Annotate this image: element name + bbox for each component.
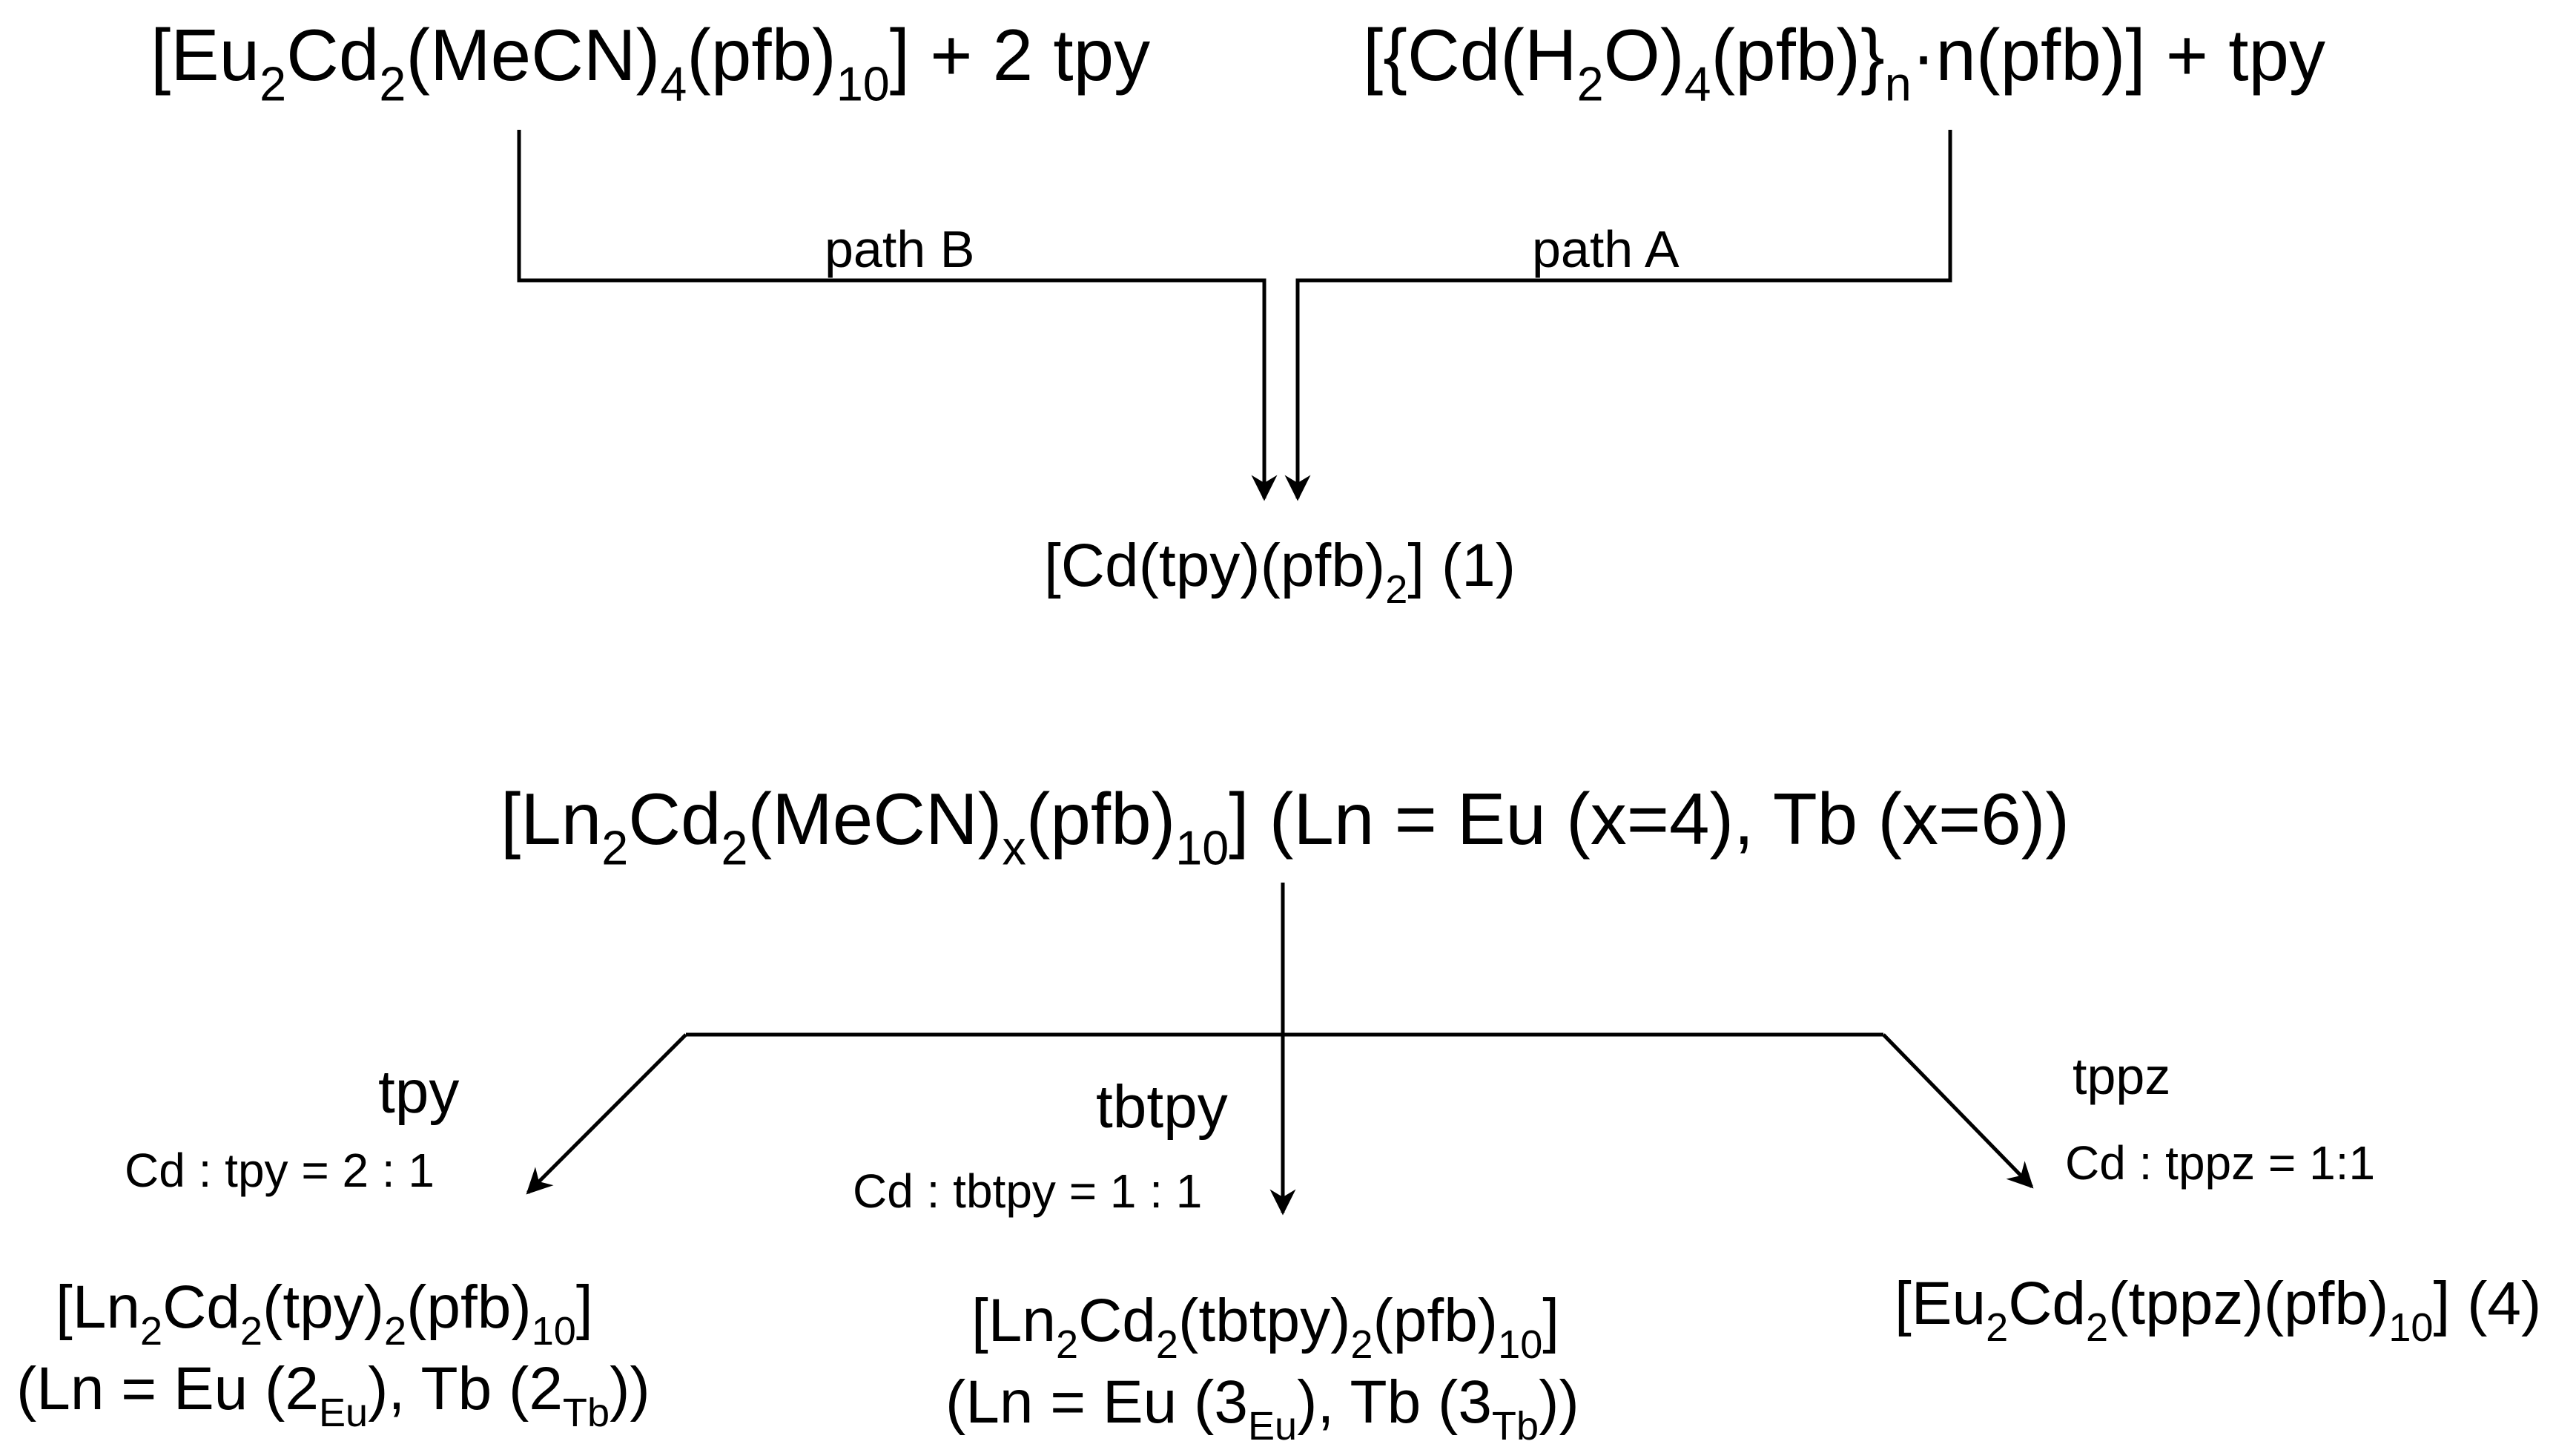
product-2-line2: (Ln = Eu (2Eu), Tb (2Tb)): [16, 1355, 650, 1435]
ligand-tbtpy: tbtpy: [1096, 1073, 1228, 1141]
formula-subscript: 2: [260, 56, 286, 111]
formula-segment: Cd: [162, 1273, 240, 1341]
formula-subscript: 2: [1156, 1322, 1178, 1367]
formula-segment: [Ln: [56, 1273, 140, 1341]
formula-subscript: Eu: [1248, 1404, 1297, 1447]
formula-subscript: 2: [379, 56, 406, 111]
formula-segment: [Eu: [151, 14, 260, 96]
product-4: [Eu2Cd2(tppz)(pfb)10] (4): [1895, 1270, 2541, 1350]
formula-segment: Cd: [1078, 1287, 1156, 1354]
formula-segment: (MeCN): [406, 14, 660, 96]
formula-segment: (pfb): [1373, 1287, 1499, 1354]
formula-segment: (pfb)}: [1711, 14, 1884, 96]
formula-segment: ] + 2 tpy: [890, 14, 1150, 96]
formula-subscript: 2: [140, 1309, 162, 1354]
formula-segment: Cd: [286, 14, 379, 96]
formula-segment: ]: [1542, 1287, 1559, 1354]
formula-segment: (tbtpy): [1178, 1287, 1350, 1354]
path-b-label: path B: [825, 220, 974, 278]
formula-subscript: Tb: [1492, 1404, 1539, 1447]
formula-subscript: x: [1002, 820, 1026, 874]
formula-segment: ] (Ln = Eu (x=4), Tb (x=6)): [1229, 778, 2070, 860]
formula-segment: (Ln = Eu (2: [16, 1355, 319, 1423]
formula-segment: (pfb): [687, 14, 836, 96]
formula-segment: (tpy): [262, 1273, 384, 1341]
formula-segment: (MeCN): [747, 778, 1002, 860]
formula-segment: (Ln = Eu (3: [945, 1368, 1248, 1436]
formula-segment: (tppz)(pfb): [2108, 1270, 2388, 1337]
formula-subscript: 10: [836, 56, 890, 111]
formula-subscript: Tb: [563, 1391, 610, 1435]
formula-segment: )): [610, 1355, 650, 1423]
formula-subscript: 2: [1056, 1322, 1078, 1367]
reactant-cd-polymer: [{Cd(H2O)4(pfb)}n·n(pfb)] + tpy: [1363, 14, 2325, 111]
formula-segment: O): [1604, 14, 1685, 96]
ratio-tbtpy: Cd : tbtpy = 1 : 1: [853, 1164, 1202, 1218]
formula-subscript: 10: [532, 1309, 576, 1354]
formula-segment: [Ln: [501, 778, 601, 860]
product-3-line1: [Ln2Cd2(tbtpy)2(pfb)10]: [971, 1287, 1559, 1367]
formula-segment: ]: [576, 1273, 593, 1341]
ligand-tppz: tppz: [2073, 1047, 2170, 1105]
formula-subscript: 2: [601, 820, 628, 874]
formula-segment: )): [1539, 1368, 1579, 1436]
formula-segment: [Ln: [971, 1287, 1056, 1354]
path-a-line: [1284, 130, 1952, 501]
reactant-eu2cd2-mecn: [Eu2Cd2(MeCN)4(pfb)10] + 2 tpy: [151, 14, 1150, 111]
branch-arrow-tpy: [526, 1033, 687, 1195]
formula-segment: Cd: [628, 778, 721, 860]
formula-segment: [{Cd(H: [1363, 14, 1577, 96]
branch-arrow-tppz: [1882, 1033, 2034, 1189]
formula-subscript: n: [1885, 56, 1912, 111]
formula-subscript: Eu: [319, 1391, 368, 1435]
ratio-tppz: Cd : tppz = 1:1: [2065, 1136, 2375, 1190]
formula-segment: Cd: [2008, 1270, 2086, 1337]
formula-subscript: 10: [1498, 1322, 1542, 1367]
formula-segment: (pfb): [406, 1273, 532, 1341]
formula-subscript: 2: [1385, 567, 1407, 612]
formula-subscript: 2: [1577, 56, 1604, 111]
path-a-label: path A: [1532, 220, 1680, 278]
formula-subscript: 2: [2086, 1305, 2108, 1350]
formula-subscript: 2: [1350, 1322, 1373, 1367]
formula-segment: ·n(pfb)] + tpy: [1912, 14, 2325, 96]
formula-segment: ] (1): [1407, 532, 1516, 599]
formula-segment: [Eu: [1895, 1270, 1986, 1337]
product-3-line2: (Ln = Eu (3Eu), Tb (3Tb)): [945, 1368, 1579, 1447]
formula-subscript: 2: [240, 1309, 262, 1354]
formula-subscript: 2: [1986, 1305, 2008, 1350]
formula-subscript: 10: [2388, 1305, 2433, 1350]
formula-segment: ), Tb (2: [368, 1355, 563, 1423]
formula-segment: ), Tb (3: [1297, 1368, 1492, 1436]
formula-segment: (pfb): [1026, 778, 1176, 860]
path-b-line: [517, 130, 1278, 501]
formula-subscript: 10: [1175, 820, 1229, 874]
formula-segment: ] (4): [2434, 1270, 2542, 1337]
ligand-tpy: tpy: [378, 1058, 459, 1126]
ratio-tpy: Cd : tpy = 2 : 1: [125, 1144, 435, 1197]
reactant-ln2cd2-mecn: [Ln2Cd2(MeCN)x(pfb)10] (Ln = Eu (x=4), T…: [501, 778, 2070, 874]
product-2-line1: [Ln2Cd2(tpy)2(pfb)10]: [56, 1273, 593, 1354]
formula-subscript: 2: [384, 1309, 406, 1354]
formula-subscript: 4: [1685, 56, 1711, 111]
formula-segment: [Cd(tpy)(pfb): [1044, 532, 1385, 599]
formula-subscript: 2: [721, 820, 748, 874]
product-cd-tpy-pfb2: [Cd(tpy)(pfb)2] (1): [1044, 532, 1516, 612]
formula-subscript: 4: [660, 56, 687, 111]
